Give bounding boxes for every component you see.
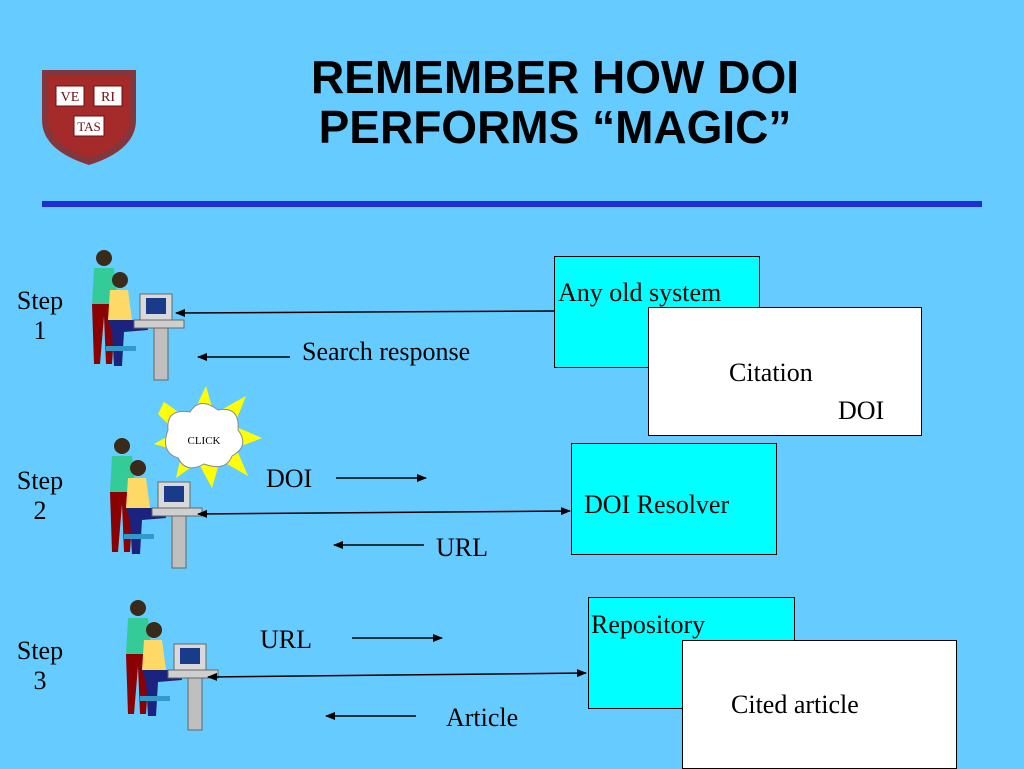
doi-arrow-label: DOI — [266, 464, 313, 493]
logo-text-tas: TAS — [77, 119, 101, 134]
title-divider — [42, 201, 982, 207]
arrow-user-resolver — [197, 507, 571, 518]
citation-label: Citation — [729, 358, 813, 387]
cited-article-label: Cited article — [731, 690, 859, 719]
doi-resolver-box — [571, 443, 777, 555]
step-3-word: Step — [16, 636, 64, 665]
step-1-number: 1 — [33, 316, 47, 345]
arrow-user-repository — [207, 669, 587, 681]
step-2-number: 2 — [33, 496, 47, 525]
citation-doi-label: DOI — [838, 396, 885, 425]
article-label: Article — [446, 703, 519, 732]
step-1-label: Step 1 — [10, 286, 70, 346]
user-at-computer-step3-icon — [125, 599, 219, 731]
click-burst-icon — [154, 386, 262, 488]
click-bubble-text: CLICK — [188, 435, 221, 447]
logo-text-ve: VE — [61, 90, 80, 105]
user-at-computer-step1-icon — [91, 249, 185, 381]
cited-article-box — [682, 640, 957, 769]
harvard-veritas-shield-icon — [42, 70, 136, 165]
search-response-label: Search response — [302, 337, 471, 366]
url-back-label: URL — [436, 533, 488, 562]
logo-text-ri: RI — [101, 90, 115, 105]
slide-title: REMEMBER HOW DOI PERFORMS “MAGIC” — [160, 52, 950, 152]
any-old-system-label: Any old system — [558, 278, 722, 307]
repository-label: Repository — [591, 610, 706, 639]
title-line-2: PERFORMS “MAGIC” — [318, 101, 792, 153]
url-forward-label: URL — [260, 625, 312, 654]
step-2-label: Step 2 — [10, 466, 70, 526]
citation-box — [648, 307, 922, 436]
title-line-1: REMEMBER HOW DOI — [310, 51, 800, 103]
doi-resolver-label: DOI Resolver — [584, 490, 730, 519]
step-1-word: Step — [16, 286, 64, 315]
step-3-number: 3 — [33, 666, 47, 695]
step-3-label: Step 3 — [10, 636, 70, 696]
arrow-system-to-user — [175, 308, 555, 317]
step-2-word: Step — [16, 466, 64, 495]
